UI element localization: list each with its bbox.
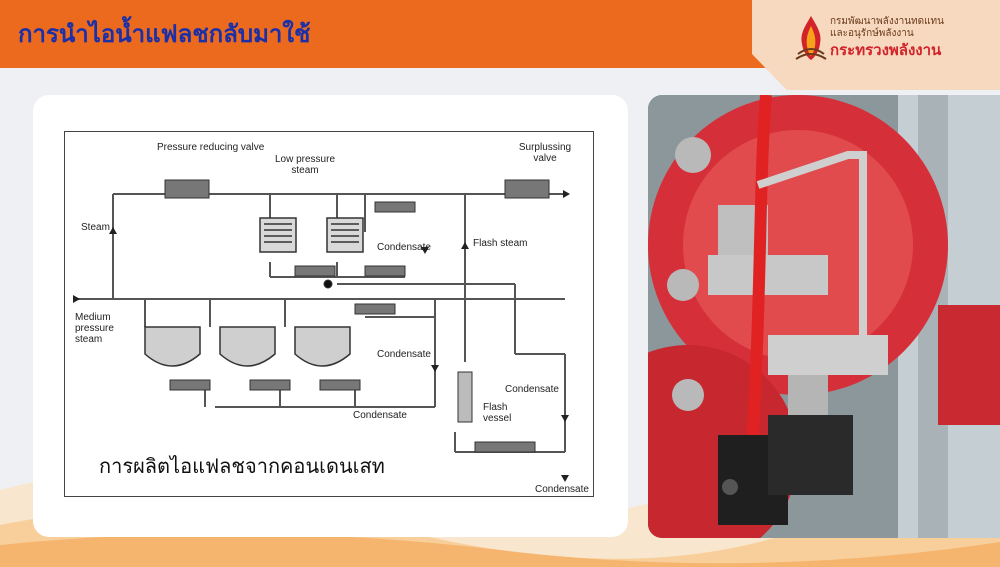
label-condensate-mid: Condensate: [377, 349, 431, 360]
label-flash-steam: Flash steam: [473, 238, 528, 249]
label-condensate-exit: Condensate: [535, 484, 589, 495]
logo-org-line2: และอนุรักษ์พลังงาน: [830, 28, 914, 39]
label-steam: Steam: [81, 222, 110, 233]
diagram-piping: [73, 179, 570, 482]
logo-org-line1: กรมพัฒนาพลังงานทดแทน: [830, 16, 944, 27]
label-flash-vessel: Flash vessel: [483, 402, 512, 424]
label-condensate-right: Condensate: [505, 384, 559, 395]
page-title: การนำไอน้ำแฟลชกลับมาใช้: [18, 20, 311, 48]
header-bar: การนำไอน้ำแฟลชกลับมาใช้: [0, 0, 790, 68]
label-condensate-top: Condensate: [377, 242, 431, 253]
diagram-caption: การผลิตไอแฟลชจากคอนเดนเสท: [99, 454, 385, 478]
flame-logo-icon: [795, 16, 827, 60]
label-surplussing-valve: Surplussing valve: [518, 142, 572, 164]
label-low-pressure-steam: Low pressure steam: [274, 154, 336, 176]
label-condensate-bottom: Condensate: [353, 410, 407, 421]
flash-steam-diagram: Pressure reducing valve Low pressure ste…: [64, 131, 594, 497]
label-medium-pressure-steam: Medium pressure steam: [75, 312, 114, 345]
logo-background: [752, 0, 1000, 90]
label-pressure-reducing-valve: Pressure reducing valve: [157, 142, 265, 153]
solenoid-valve-photo: [648, 95, 1000, 538]
logo-text: กรมพัฒนาพลังงานทดแทน และอนุรักษ์พลังงาน …: [830, 16, 998, 60]
logo-ministry: กระทรวงพลังงาน: [830, 41, 942, 59]
